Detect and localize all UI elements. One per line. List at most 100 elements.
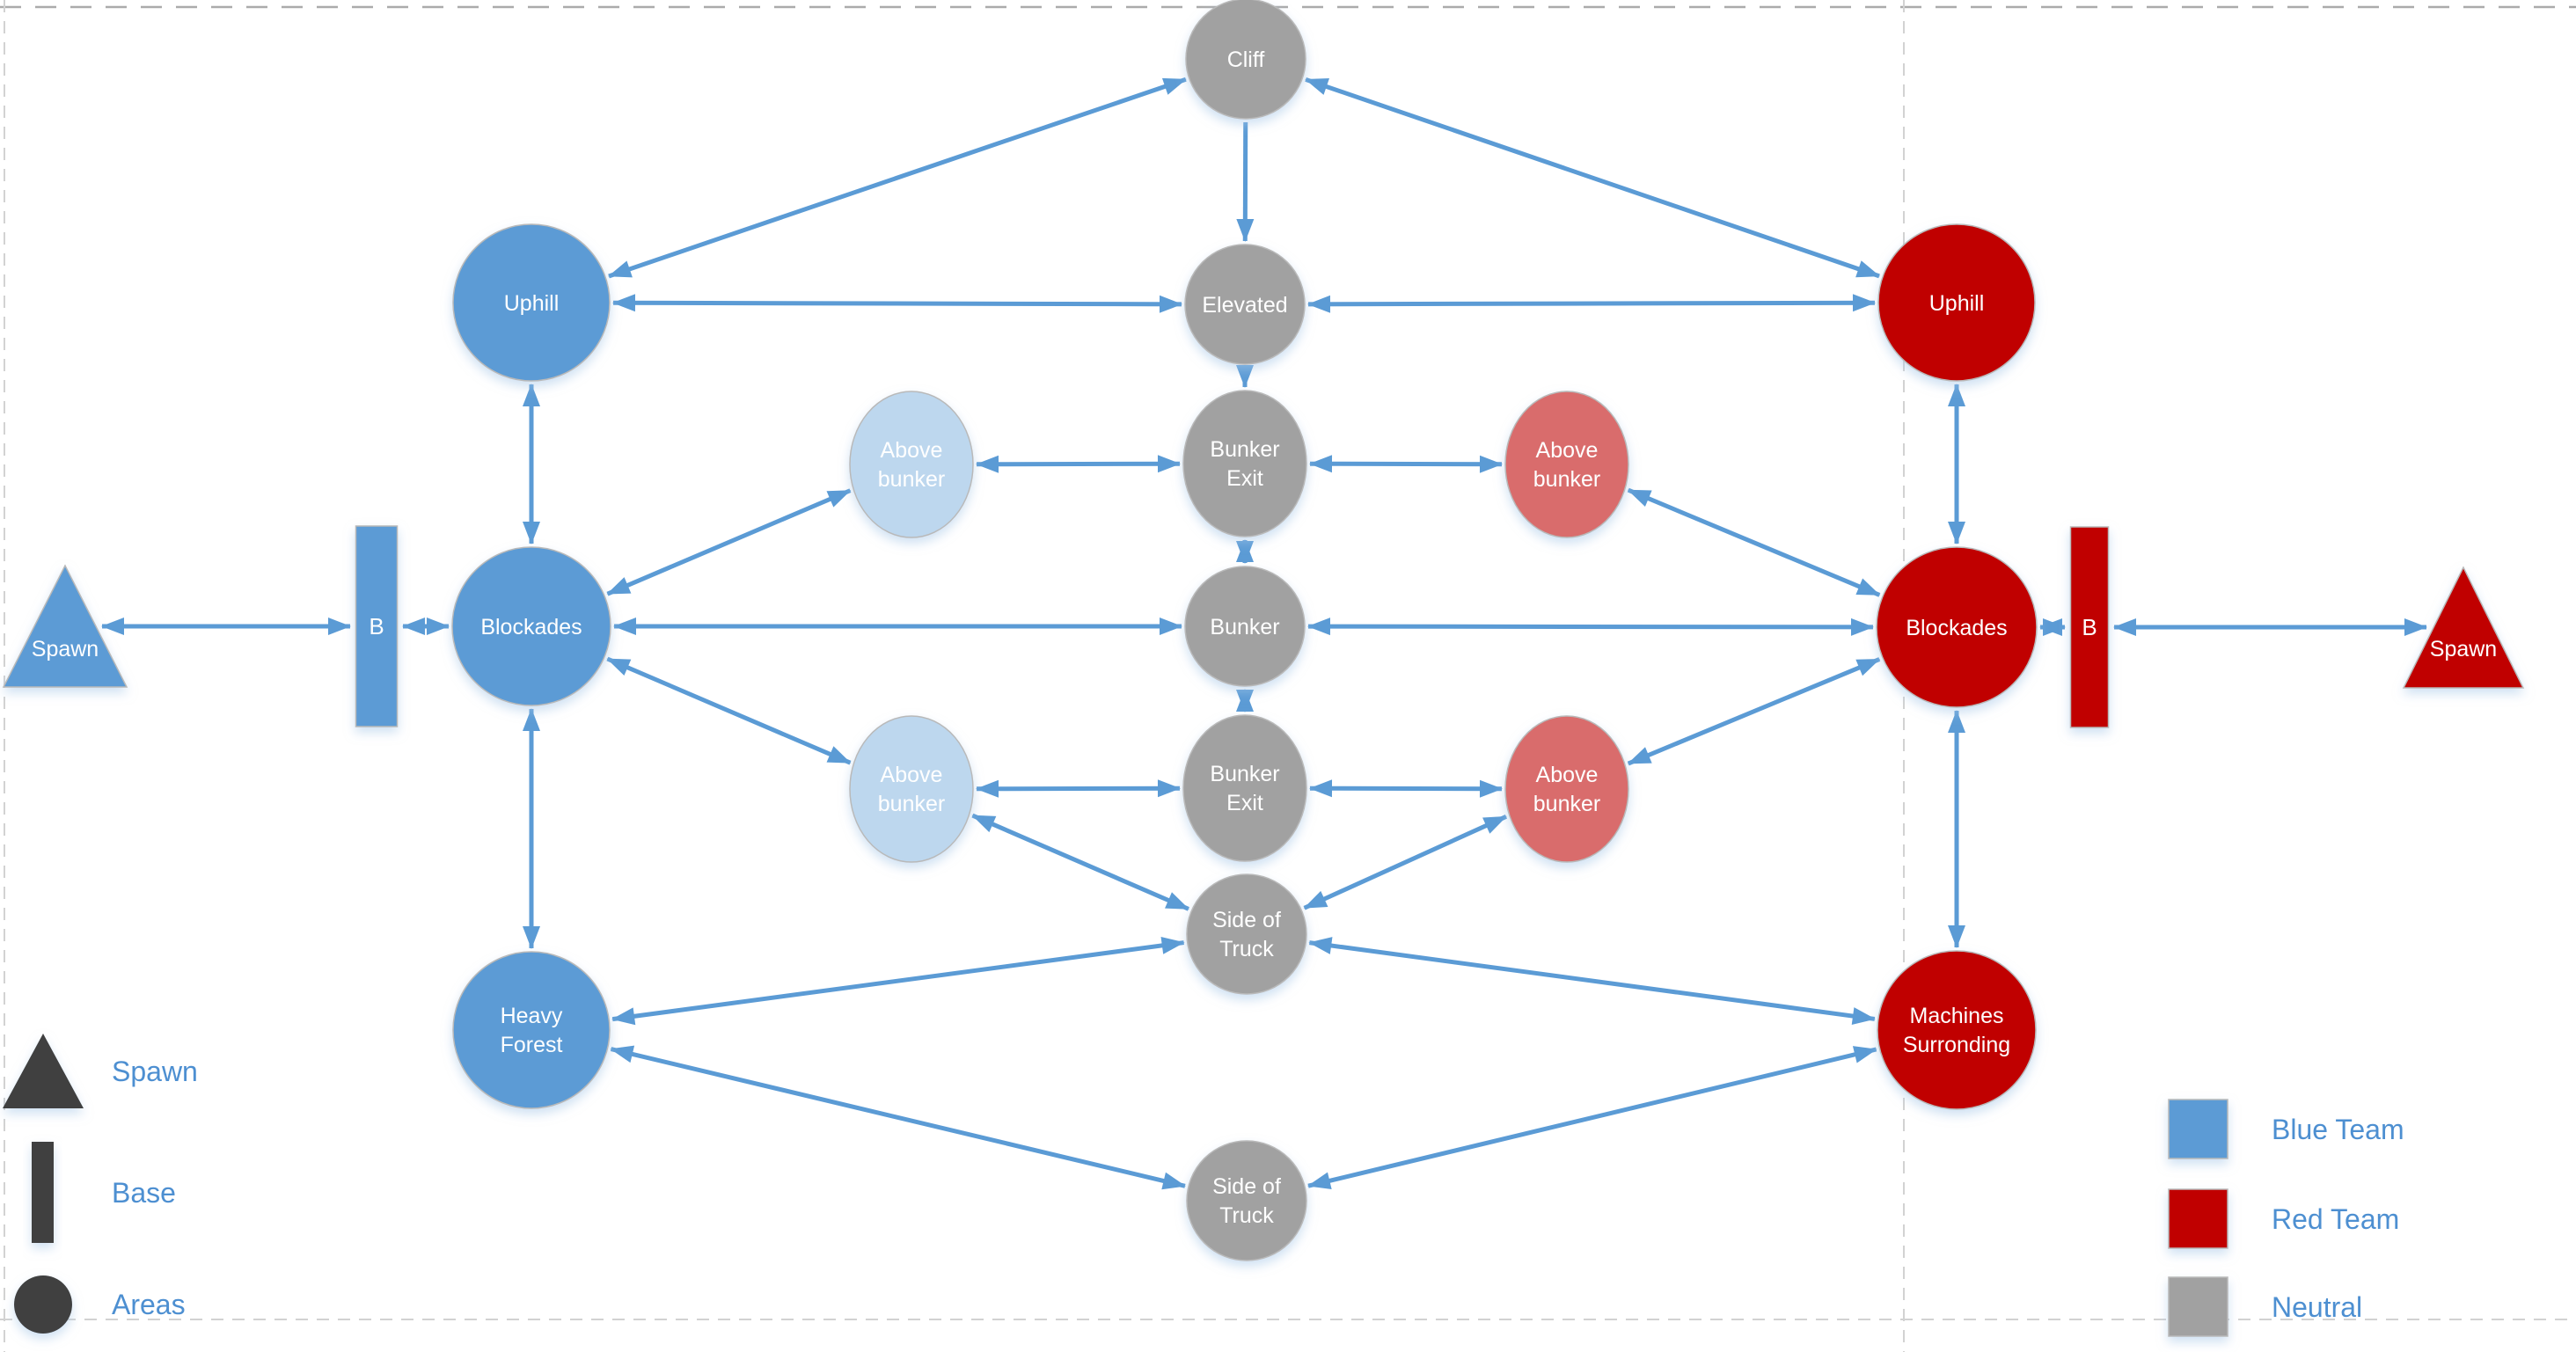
above-bunker-bottom-left-label-line1: Above	[881, 763, 943, 787]
machines-surronding-label-line1: Machines	[1910, 1004, 2004, 1028]
spawn-blue-label: Spawn	[32, 637, 99, 661]
legend-label-areas: Areas	[112, 1289, 186, 1320]
legend-item-neutral: Neutral	[2168, 1276, 2362, 1337]
uphill-red-shape	[1877, 223, 2036, 382]
above-bunker-top-right-shape	[1504, 391, 1629, 538]
node-uphill-red: Uphill	[1877, 223, 2036, 382]
legend-label-spawn: Spawn	[112, 1056, 198, 1087]
edge-cliff--uphill-red	[1305, 77, 1880, 279]
base-blue-label: B	[369, 613, 384, 639]
node-cliff: Cliff	[1185, 0, 1306, 120]
above-bunker-top-left-label-line2: bunker	[878, 467, 945, 492]
legend-swatch-red-team	[2168, 1188, 2228, 1249]
machines-surronding-shape	[1877, 950, 2037, 1110]
edge-heavy-forest--side-of-truck-bottom	[610, 1045, 1186, 1190]
side-of-truck-top-label-line2: Truck	[1219, 937, 1274, 961]
side-of-truck-top-shape	[1186, 873, 1307, 995]
above-bunker-bottom-right-shape	[1504, 715, 1629, 863]
node-above-bunker-bottom-right: Above bunker	[1504, 715, 1629, 863]
bunker-label: Bunker	[1210, 615, 1279, 639]
side-of-truck-top-label-line1: Side of	[1212, 908, 1281, 932]
edge-blockades-blue--above-bunker-bottom-left	[606, 656, 852, 765]
legend-base-bar-icon	[32, 1142, 54, 1243]
edge-above-bunker-top-right--blockades-red	[1627, 487, 1881, 597]
node-side-of-truck-top: Side of Truck	[1186, 873, 1307, 995]
bunker-exit-bottom-label-line2: Exit	[1226, 791, 1263, 815]
edge-elevated--uphill-red	[1306, 294, 1877, 313]
edge-blockades-blue--above-bunker-top-left	[606, 488, 852, 596]
above-bunker-bottom-left-label-line2: bunker	[878, 792, 945, 816]
legend-spawn-triangle-icon	[3, 1034, 84, 1108]
edge-uphill-blue--elevated	[611, 294, 1183, 313]
blockades-blue-label: Blockades	[480, 615, 582, 639]
bunker-exit-top-label-line1: Bunker	[1210, 437, 1279, 462]
node-bunker: Bunker	[1184, 566, 1306, 687]
legend-item-base: Base	[32, 1142, 176, 1243]
edge-cliff--uphill-blue	[608, 77, 1187, 279]
above-bunker-bottom-right-label-line1: Above	[1536, 763, 1599, 787]
bunker-exit-bottom-shape	[1182, 714, 1307, 862]
legend-item-areas: Areas	[14, 1275, 186, 1334]
side-of-truck-bottom-label-line1: Side of	[1212, 1174, 1281, 1199]
legend-item-red-team: Red Team	[2168, 1188, 2399, 1249]
uphill-blue-shape	[452, 223, 611, 382]
heavy-forest-shape	[452, 951, 611, 1109]
edge-above-bunker-bottom-right--side-of-truck-top	[1303, 815, 1508, 910]
uphill-blue-label: Uphill	[504, 291, 560, 316]
edge-side-of-truck-top--machines-surronding	[1308, 937, 1876, 1025]
cliff-label: Cliff	[1227, 48, 1265, 72]
above-bunker-top-right-label-line1: Above	[1536, 438, 1599, 463]
base-red-shape	[2069, 526, 2110, 728]
node-base-blue: B	[355, 525, 399, 727]
blockades-red-label: Blockades	[1906, 616, 2007, 640]
legend-label-base: Base	[112, 1177, 176, 1209]
blockades-blue-shape	[451, 546, 611, 706]
legend-item-spawn: Spawn	[3, 1034, 198, 1108]
above-bunker-top-left-shape	[849, 391, 974, 538]
edge-side-of-truck-bottom--machines-surronding	[1307, 1046, 1877, 1190]
edge-above-bunker-bottom-right--blockades-red	[1627, 657, 1881, 766]
bunker-exit-bottom-label-line1: Bunker	[1210, 762, 1279, 786]
base-red-label: B	[2082, 614, 2097, 640]
cliff-shape	[1185, 0, 1306, 120]
edge-side-of-truck-top--heavy-forest	[611, 936, 1185, 1026]
node-spawn-red: Spawn	[2402, 566, 2525, 689]
above-bunker-top-right-label-line2: bunker	[1533, 467, 1600, 492]
side-of-truck-bottom-shape	[1186, 1140, 1307, 1261]
spawn-red-shape	[2402, 566, 2525, 689]
edge-bunker-exit-bottom--above-bunker-bottom-right	[1308, 779, 1504, 798]
spawn-red-label: Spawn	[2430, 637, 2497, 661]
edge-above-bunker-bottom-left--side-of-truck-top	[971, 813, 1189, 911]
node-elevated: Elevated	[1184, 244, 1306, 365]
machines-surronding-label-line2: Surronding	[1903, 1033, 2010, 1057]
node-blockades-blue: Blockades	[451, 546, 611, 706]
legend-label-blue-team: Blue Team	[2272, 1114, 2404, 1145]
bunker-exit-top-label-line2: Exit	[1226, 466, 1263, 491]
above-bunker-bottom-right-label-line2: bunker	[1533, 792, 1600, 816]
node-above-bunker-bottom-left: Above bunker	[849, 715, 974, 863]
above-bunker-top-left-label-line1: Above	[881, 438, 943, 463]
heavy-forest-label-line2: Forest	[501, 1033, 563, 1057]
node-above-bunker-top-right: Above bunker	[1504, 391, 1629, 538]
legend-item-blue-team: Blue Team	[2168, 1099, 2404, 1159]
elevated-label: Elevated	[1202, 293, 1287, 318]
bunker-exit-top-shape	[1182, 390, 1307, 537]
edge-bunker--blockades-red	[1307, 618, 1874, 636]
edges	[101, 77, 2427, 1190]
edge-above-bunker-bottom-left--bunker-exit-bottom	[975, 779, 1182, 798]
legend-label-red-team: Red Team	[2272, 1203, 2399, 1235]
node-blockades-red: Blockades	[1876, 546, 2038, 708]
legend-areas-circle-icon	[14, 1275, 72, 1334]
legend-swatch-neutral	[2168, 1276, 2228, 1337]
node-above-bunker-top-left: Above bunker	[849, 391, 974, 538]
spawn-blue-shape	[2, 564, 128, 688]
uphill-red-label: Uphill	[1929, 291, 1985, 316]
